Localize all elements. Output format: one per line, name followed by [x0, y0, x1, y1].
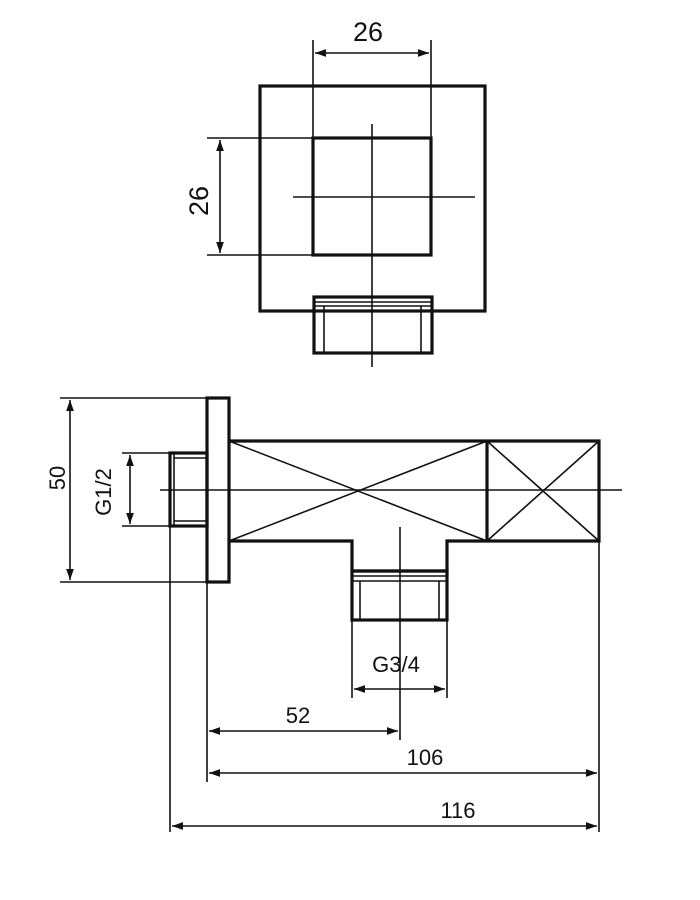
- top-view-outlet-nipple: [312, 295, 434, 355]
- dimension-outlet-thread-label: G3/4: [372, 652, 420, 677]
- dimension-top-width: 26: [312, 17, 432, 138]
- dimension-body-length-label: 106: [407, 745, 444, 770]
- dimension-overall-length-label: 116: [440, 798, 475, 823]
- side-view: 50 G1/2 G3/4 52 106: [45, 396, 622, 832]
- dimension-inlet-thread: G1/2: [91, 452, 170, 527]
- dimension-top-height-label: 26: [184, 186, 214, 216]
- dimension-side-height: 50: [45, 397, 207, 583]
- side-view-valve-body: [229, 439, 601, 573]
- dimension-outlet-offset-label: 52: [286, 703, 310, 728]
- dimension-top-height: 26: [184, 137, 313, 256]
- dimension-overall-length: 116: [172, 798, 597, 830]
- dimension-outlet-offset: 52: [209, 703, 398, 735]
- dimension-inlet-thread-label: G1/2: [91, 468, 116, 516]
- dimension-side-height-label: 50: [45, 466, 70, 490]
- top-view: 26 26: [184, 17, 487, 367]
- dimension-top-width-label: 26: [353, 17, 383, 47]
- dimension-outlet-thread: G3/4: [351, 620, 448, 698]
- dimension-body-length: 106: [209, 745, 597, 777]
